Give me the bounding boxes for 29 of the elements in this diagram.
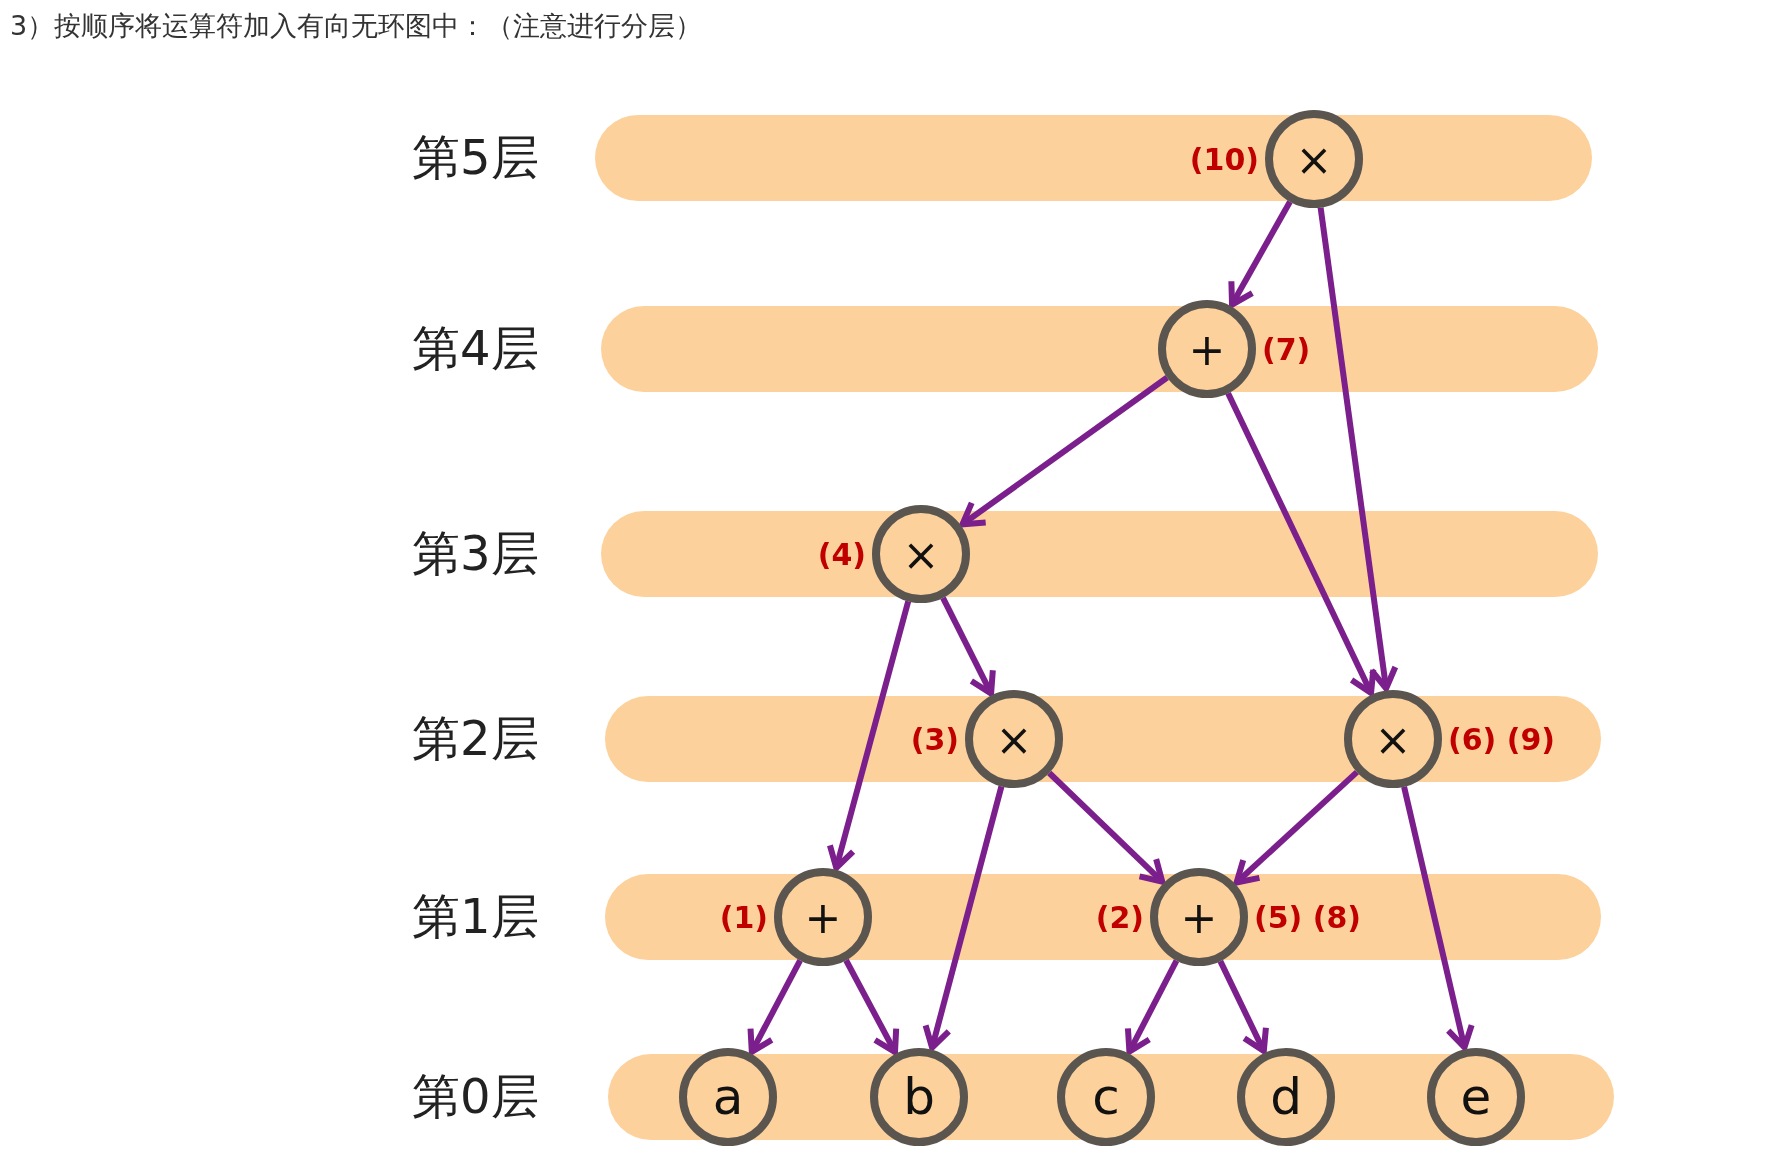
arrow	[1217, 959, 1269, 1055]
layer-label: 第4层	[412, 319, 539, 378]
heading: 3）按顺序将运算符加入有向无环图中：（注意进行分层）	[10, 9, 703, 43]
step-number: (5) (8)	[1254, 899, 1362, 935]
arrow	[940, 596, 996, 697]
arrow	[1317, 207, 1399, 692]
step-number: (7)	[1262, 331, 1311, 367]
arrow	[1401, 786, 1475, 1051]
layer-label: 第5层	[412, 128, 539, 187]
layer-label: 第0层	[412, 1067, 539, 1126]
arrow	[826, 600, 912, 871]
arrow	[1225, 391, 1377, 696]
step-number: (6) (9)	[1448, 721, 1556, 757]
arrow	[922, 785, 1005, 1051]
step-number: (4)	[817, 536, 866, 572]
arrow	[747, 958, 803, 1055]
layer-label: 第2层	[412, 709, 539, 768]
step-number: (2)	[1095, 899, 1144, 935]
arrow	[1047, 770, 1166, 885]
arrow	[843, 958, 900, 1055]
step-number: (10)	[1189, 141, 1259, 177]
arrow	[1233, 769, 1359, 886]
step-number: (3)	[910, 721, 959, 757]
arrow	[1124, 959, 1180, 1055]
layer-label: 第1层	[412, 887, 539, 946]
layer-label: 第3层	[412, 524, 539, 583]
arrow	[1228, 200, 1293, 308]
arrow	[959, 375, 1169, 528]
step-number: (1)	[719, 899, 768, 935]
